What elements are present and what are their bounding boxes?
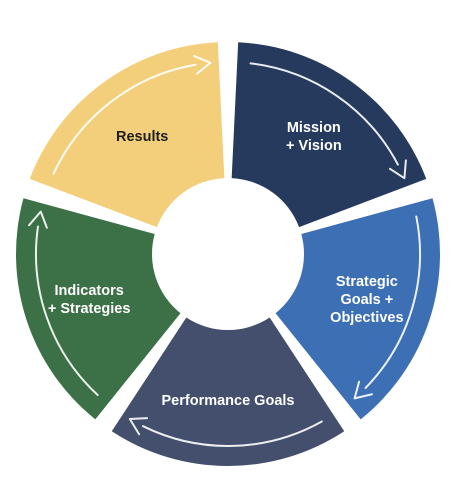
segment-label-line: Objectives: [330, 310, 403, 326]
segment-label: Indicators + Strategies: [48, 283, 131, 317]
segment-arrow-line: [364, 215, 421, 389]
segment-label: Results: [116, 129, 168, 145]
segment-shape: [16, 198, 181, 420]
segment-shape: [29, 42, 225, 228]
segment-arrow-line: [35, 225, 99, 396]
segment-arrow-line: [142, 420, 323, 448]
cycle-segment-4: Indicators + Strategies: [16, 198, 181, 420]
segment-label-line: Strategic: [336, 274, 398, 290]
segment-label-line: Goals +: [340, 292, 393, 308]
circular-arrow-icon: [28, 210, 48, 229]
circular-arrow-icon: [353, 380, 373, 400]
segment-label-line: Mission: [287, 120, 341, 136]
circular-arrow-icon: [128, 417, 149, 436]
segment-label: Performance Goals: [162, 393, 295, 409]
segment-label-line: + Strategies: [48, 301, 131, 317]
cycle-segment-1: Mission + Vision: [231, 42, 427, 228]
cycle-segment-3: Performance Goals: [111, 317, 345, 466]
segment-label-line: Indicators: [55, 283, 124, 299]
segment-label-line: + Vision: [286, 138, 342, 154]
segment-label-line: Performance Goals: [162, 393, 295, 409]
segment-shape: [111, 317, 345, 466]
segment-shape: [275, 198, 440, 420]
segment-shape: [231, 42, 427, 228]
cycle-segment-5: Results: [29, 42, 225, 228]
segment-label-line: Results: [116, 129, 168, 145]
center-hole: [153, 179, 303, 329]
segment-label: Mission + Vision: [286, 120, 342, 154]
segment-arrow-line: [52, 63, 197, 175]
circular-arrow-icon: [192, 54, 212, 75]
segment-arrow-line: [249, 62, 399, 166]
circular-arrow-icon: [388, 159, 407, 180]
